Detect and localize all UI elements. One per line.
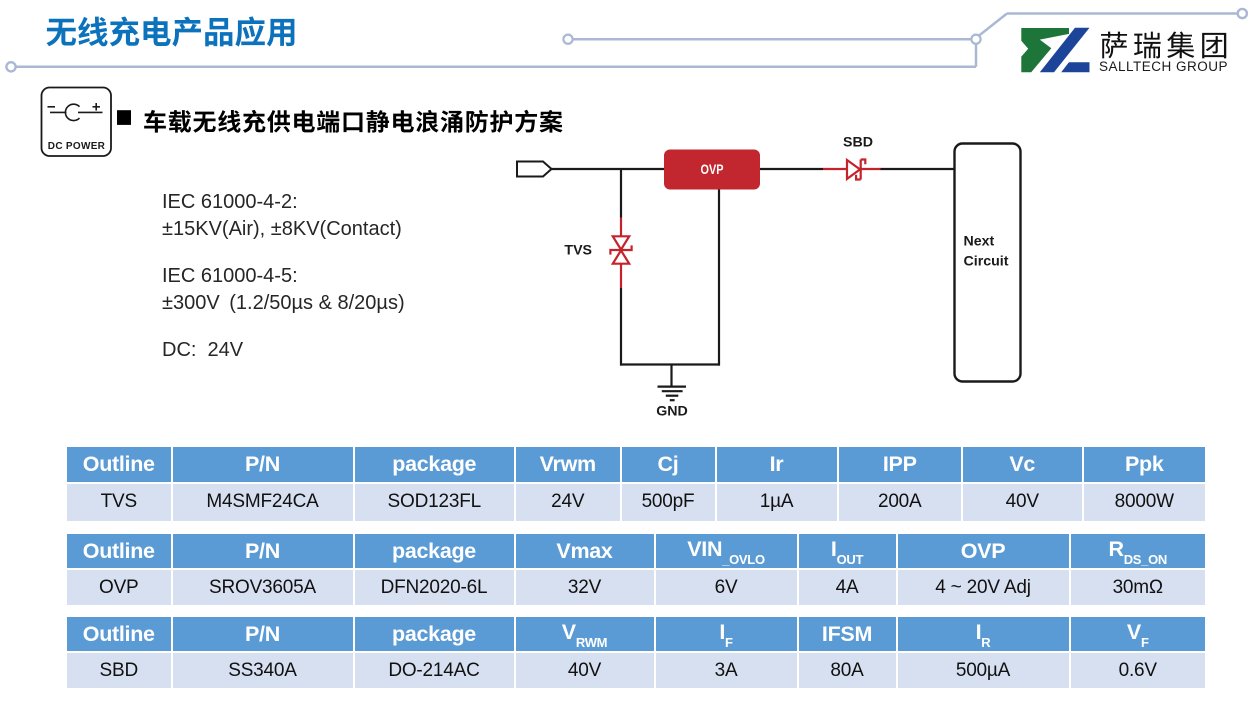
svg-text:SBD: SBD bbox=[843, 135, 873, 151]
svg-text:Circuit: Circuit bbox=[964, 254, 1009, 270]
svg-text:Next: Next bbox=[964, 234, 995, 250]
svg-text:GND: GND bbox=[656, 404, 688, 420]
svg-text:OVP: OVP bbox=[701, 162, 724, 177]
svg-text:TVS: TVS bbox=[564, 243, 592, 259]
